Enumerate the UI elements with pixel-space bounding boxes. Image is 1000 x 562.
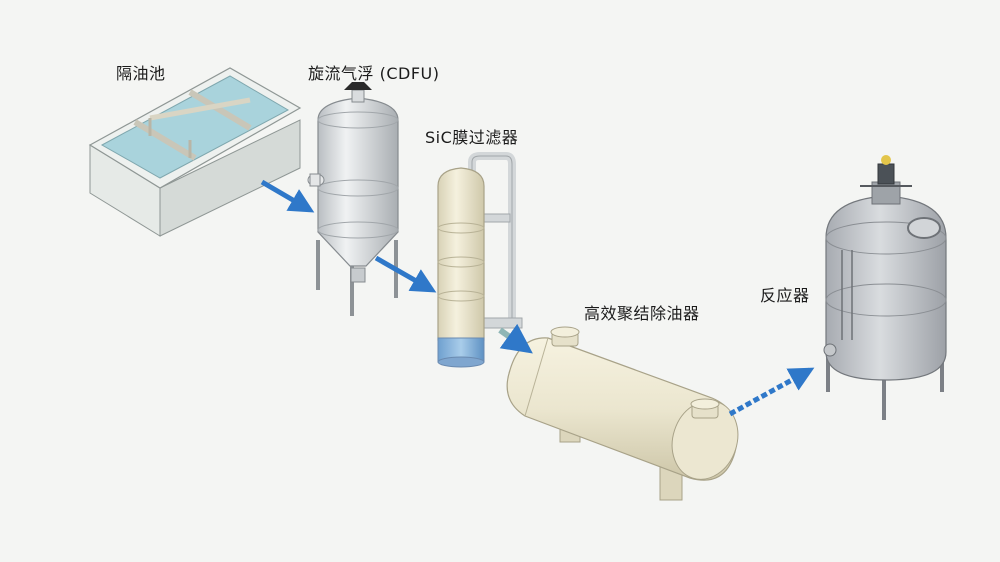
label-reactor: 反应器	[760, 286, 810, 305]
flow-arrow-2	[374, 255, 437, 293]
cyclone-flotation-vessel	[307, 82, 399, 316]
label-oil-separation-tank: 隔油池	[116, 64, 166, 83]
flow-arrow-4	[728, 367, 815, 417]
flow-arrow-3	[498, 323, 533, 354]
coalescing-oil-remover	[506, 326, 739, 501]
flow-arrow-1	[260, 179, 315, 213]
label-coalescing-oil-remover: 高效聚结除油器	[584, 304, 700, 323]
oil-separation-tank	[88, 67, 302, 237]
label-sic-membrane-filter: SiC膜过滤器	[425, 128, 519, 147]
flow-arrows	[260, 179, 815, 417]
reactor-vessel	[823, 155, 947, 420]
sic-membrane-filter	[437, 152, 523, 368]
label-cyclone-flotation: 旋流气浮 (CDFU)	[308, 64, 440, 83]
